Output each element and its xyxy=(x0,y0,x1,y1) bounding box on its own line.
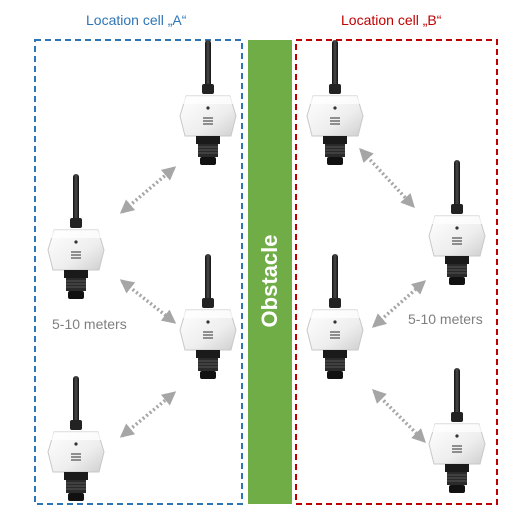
connection-arrow xyxy=(119,166,177,214)
wireless-sensor-icon xyxy=(47,376,105,502)
location-cell-a-label: Location cell „A“ xyxy=(86,12,187,28)
wireless-sensor-icon xyxy=(179,40,237,166)
connection-arrow xyxy=(359,147,415,209)
wireless-sensor-icon xyxy=(306,40,364,166)
wireless-sensor-icon xyxy=(179,254,237,380)
location-cell-b-border xyxy=(295,39,498,505)
connection-arrow xyxy=(371,280,427,328)
connection-arrow xyxy=(119,279,177,324)
distance-label-a: 5-10 meters xyxy=(52,316,127,332)
wireless-sensor-icon xyxy=(428,160,486,286)
obstacle-bar xyxy=(248,40,292,504)
connection-arrow xyxy=(372,389,426,443)
wireless-sensor-icon xyxy=(306,254,364,380)
wireless-sensor-icon xyxy=(428,368,486,494)
distance-label-b: 5-10 meters xyxy=(408,311,483,327)
connection-arrow xyxy=(119,391,177,438)
obstacle-label: Obstacle xyxy=(257,234,282,328)
location-cell-b-label: Location cell „B“ xyxy=(341,12,442,28)
location-cell-a-border xyxy=(34,39,243,505)
wireless-sensor-icon xyxy=(47,174,105,300)
